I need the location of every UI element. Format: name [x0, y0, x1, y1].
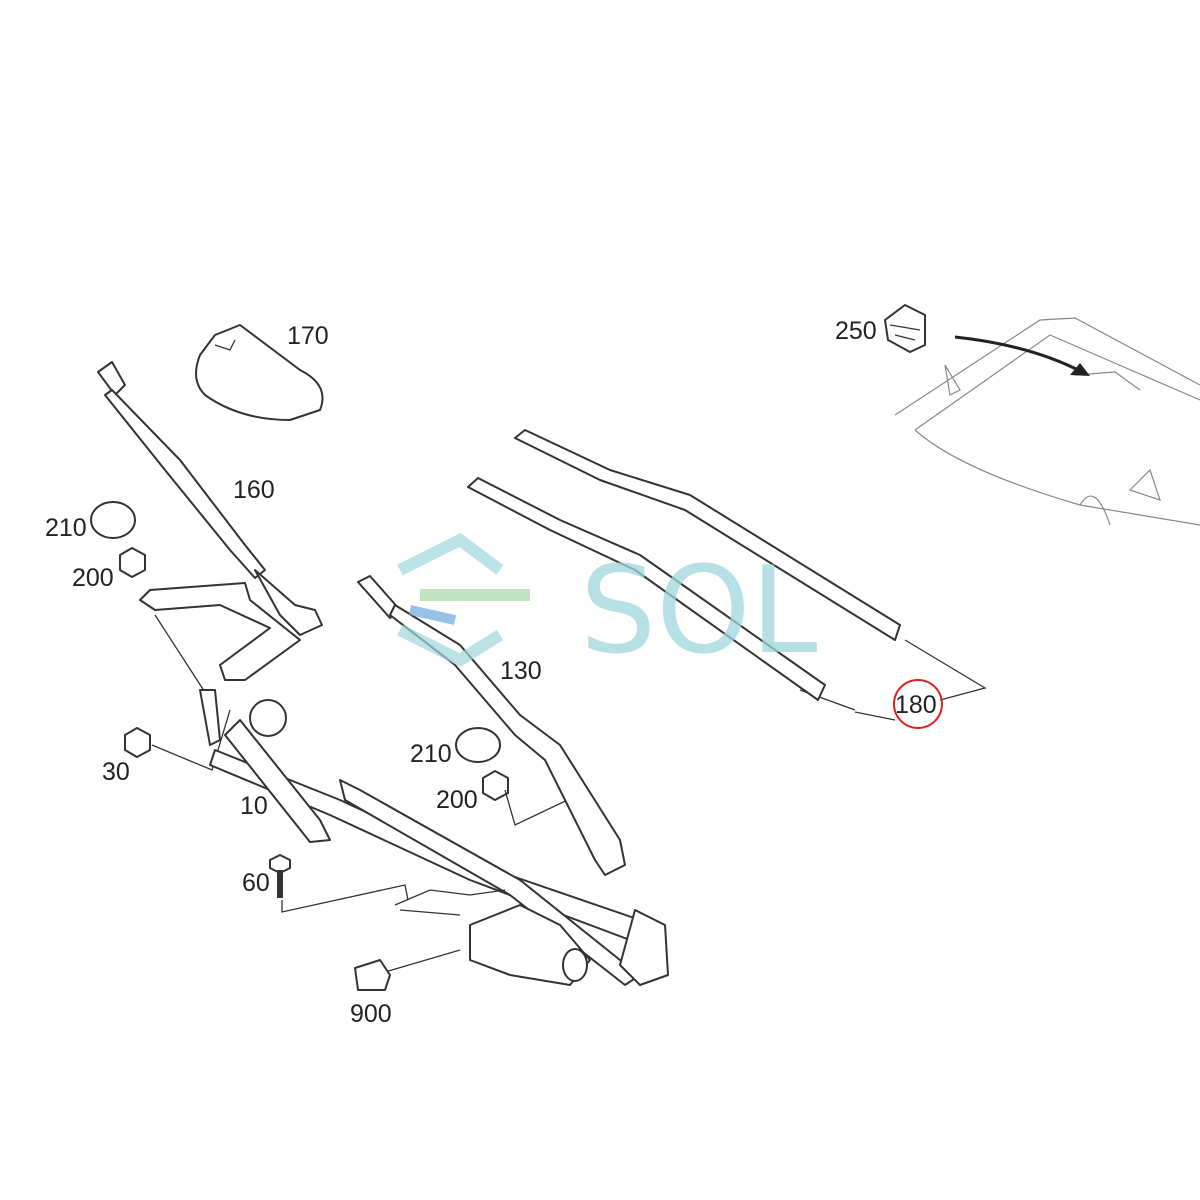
callout-180: 180 — [895, 691, 937, 719]
nut-part-200b — [482, 770, 509, 801]
bracket — [139, 582, 301, 681]
callout-200b: 200 — [436, 786, 478, 814]
wiper-arm-part-160 — [97, 361, 323, 636]
callout-210: 210 — [45, 514, 87, 542]
cap-part-210b — [455, 727, 501, 763]
watermark-text: SOL — [580, 542, 818, 681]
callout-900: 900 — [350, 1000, 392, 1028]
rain-sensor-part-250 — [884, 304, 926, 353]
callout-60: 60 — [242, 869, 270, 897]
callout-10: 10 — [240, 792, 268, 820]
highlight-circle — [893, 679, 943, 729]
leader-lines — [151, 614, 987, 976]
watermark-logo — [397, 532, 530, 667]
cap-part-210 — [90, 501, 136, 539]
callout-170: 170 — [287, 322, 329, 350]
connector-part-900 — [354, 959, 391, 991]
car-windshield-outline — [894, 317, 1200, 526]
bolt-part-60 — [269, 854, 291, 898]
cover-notch — [214, 339, 236, 351]
wiper-blades-part-180 — [467, 429, 901, 701]
callout-130: 130 — [500, 657, 542, 685]
callout-30: 30 — [102, 758, 130, 786]
wiper-linkage-part-10 — [199, 689, 669, 986]
callout-160: 160 — [233, 476, 275, 504]
callout-210b: 210 — [410, 740, 452, 768]
nut-part-200 — [119, 547, 146, 578]
callout-200: 200 — [72, 564, 114, 592]
arrow-head — [1070, 363, 1090, 376]
callout-250: 250 — [835, 317, 877, 345]
nut-part-30 — [124, 727, 151, 758]
direction-arrow — [954, 335, 1083, 374]
